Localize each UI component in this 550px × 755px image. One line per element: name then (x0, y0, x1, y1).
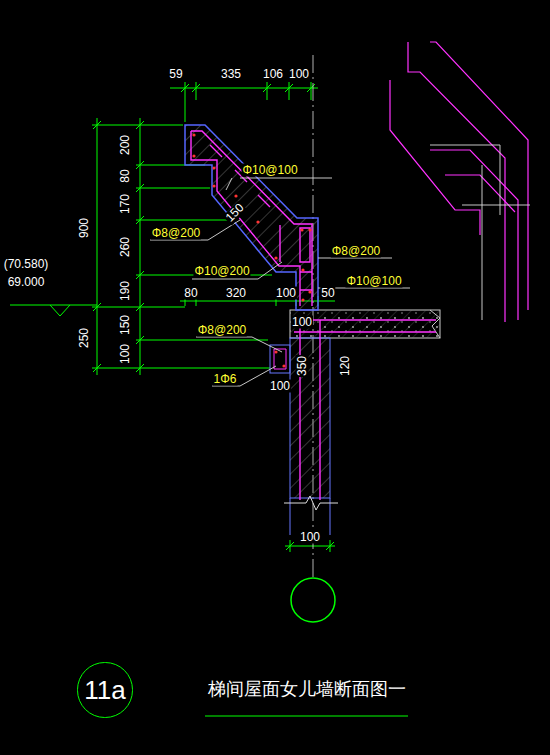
dimension-label: 120 (339, 355, 352, 377)
dimension-label: 170 (119, 193, 132, 215)
drawing-title: 梯间屋面女儿墙断面图一 (208, 678, 406, 700)
dimension-label: (70.580) (3, 258, 50, 271)
dimension-label: 69.000 (7, 276, 46, 289)
dimension-label: 335 (220, 68, 242, 81)
rebar-label: Φ8@200 (197, 324, 247, 337)
dimension-label: 50 (320, 287, 335, 300)
dimension-label: 80 (119, 168, 132, 183)
dimension-label: 100 (269, 380, 291, 393)
dimension-label: 900 (78, 217, 91, 239)
rebar-label: 1Φ6 (213, 373, 238, 386)
dimension-label: 100 (275, 287, 297, 300)
detail-number: 11a (84, 676, 125, 704)
dimension-label: 80 (183, 287, 198, 300)
dimension-label: 260 (119, 236, 132, 258)
rebar-label: Φ8@200 (331, 245, 381, 258)
dimension-label: 200 (119, 134, 132, 156)
dimension-label: 59 (168, 68, 183, 81)
dimension-label: 190 (119, 280, 132, 302)
detail-bubble: 11a (77, 662, 132, 717)
dimension-label: 100 (288, 68, 310, 81)
dimension-label: 350 (296, 355, 309, 377)
rebar-label: Φ8@200 (151, 227, 201, 240)
dimension-label: 150 (119, 314, 132, 336)
rebar-label: Φ10@200 (193, 265, 250, 278)
dimension-label: 250 (78, 327, 91, 349)
rebar-label: Φ10@100 (345, 275, 402, 288)
dimension-label: 320 (225, 287, 247, 300)
dimension-label: 100 (291, 316, 313, 329)
dimension-label: 106 (262, 68, 284, 81)
dimension-label: 100 (299, 531, 321, 544)
dimension-label: 100 (119, 343, 132, 365)
rebar-label: Φ10@100 (241, 164, 298, 177)
